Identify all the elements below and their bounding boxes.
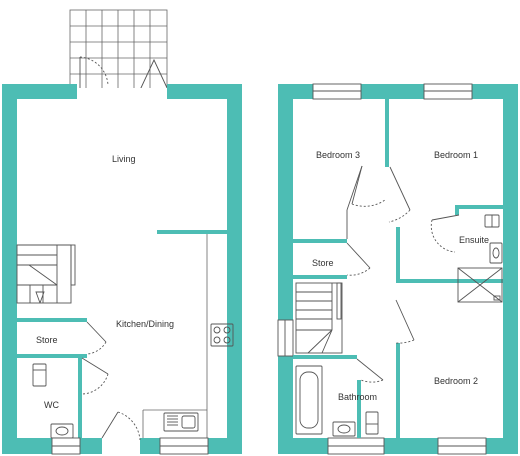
door-swing-icon bbox=[101, 411, 141, 441]
door-swing-icon bbox=[81, 357, 109, 395]
bath-icon bbox=[295, 365, 323, 435]
room-label-bedroom-2: Bedroom 2 bbox=[434, 376, 478, 386]
toilet-icon bbox=[32, 363, 47, 387]
room-label-store: Store bbox=[312, 258, 334, 268]
room-label-bedroom-3: Bedroom 3 bbox=[316, 150, 360, 160]
toilet-icon bbox=[484, 214, 500, 228]
kitchen-worktop bbox=[142, 234, 208, 438]
sink-icon bbox=[332, 421, 356, 437]
door-swing-icon bbox=[346, 165, 460, 383]
window-icon bbox=[277, 83, 487, 455]
toilet-icon bbox=[365, 411, 379, 435]
first-floor-internal-walls bbox=[293, 99, 503, 438]
landing-outline bbox=[346, 165, 363, 239]
hob-icon bbox=[210, 323, 234, 347]
stair-icon bbox=[16, 244, 76, 304]
stair-icon bbox=[295, 282, 343, 354]
patio-icon bbox=[69, 9, 168, 93]
room-label-bedroom-1: Bedroom 1 bbox=[434, 150, 478, 160]
sink-icon bbox=[163, 412, 199, 432]
room-label-living: Living bbox=[112, 154, 136, 164]
sink-icon bbox=[489, 242, 503, 264]
first-floor: Bedroom 3 Bedroom 1 Ensuite Store Bathro… bbox=[277, 83, 518, 455]
room-label-kitchen-dining: Kitchen/Dining bbox=[116, 319, 174, 329]
room-label-store: Store bbox=[36, 335, 58, 345]
ground-floor-walls bbox=[2, 84, 242, 454]
sink-icon bbox=[50, 423, 74, 439]
room-label-bathroom: Bathroom bbox=[338, 392, 377, 402]
room-label-ensuite: Ensuite bbox=[459, 235, 489, 245]
door-swing-icon bbox=[86, 321, 107, 355]
ground-floor-internal-walls bbox=[17, 230, 227, 438]
shower-icon bbox=[457, 267, 503, 303]
room-label-wc: WC bbox=[44, 400, 59, 410]
ground-floor: Living Kitchen/Dining Store WC bbox=[2, 9, 242, 455]
window-icon bbox=[51, 437, 209, 455]
door-swing-icon bbox=[79, 56, 169, 91]
